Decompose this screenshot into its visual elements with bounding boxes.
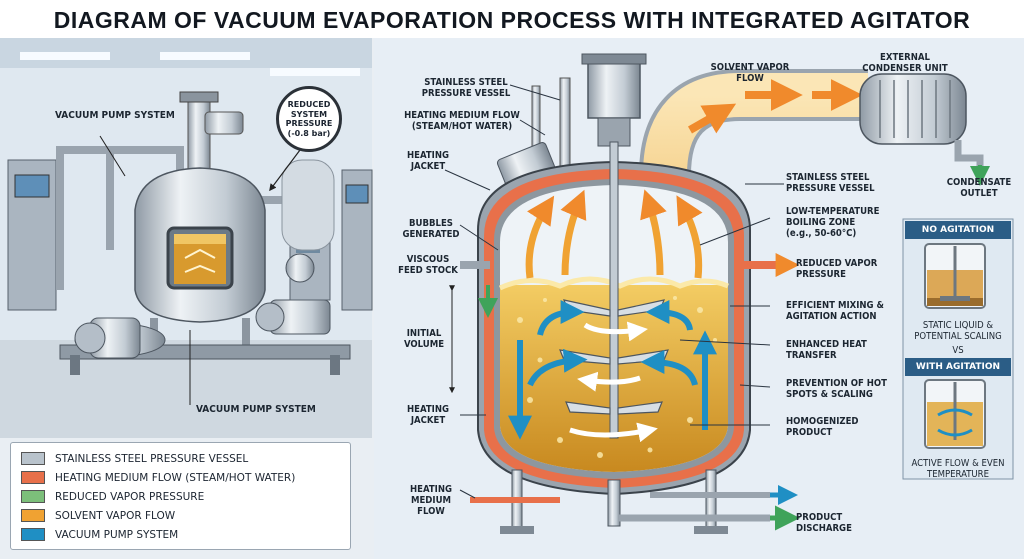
- label-viscous-feed: VISCOUS FEED STOCK: [398, 254, 458, 276]
- legend-swatch: [21, 471, 45, 484]
- with-agitation-header: WITH AGITATION: [905, 358, 1011, 376]
- label-condensate-outlet: CONDENSATE OUTLET: [946, 177, 1012, 199]
- label-heating-medium-top: HEATING MEDIUM FLOW (STEAM/HOT WATER): [404, 110, 520, 132]
- legend-label: SOLVENT VAPOR FLOW: [55, 509, 176, 522]
- legend-label: REDUCED VAPOR PRESSURE: [55, 490, 205, 503]
- label-heating-jacket-top: HEATING JACKET: [406, 150, 450, 172]
- label-ss-vessel-top: STAINLESS STEEL PRESSURE VESSEL: [421, 77, 511, 99]
- legend-label: VACUUM PUMP SYSTEM: [55, 528, 179, 541]
- label-low-temp-zone-range: (e.g., 50-60°C): [786, 228, 857, 239]
- label-efficient-mixing: EFFICIENT MIXING & AGITATION ACTION: [786, 300, 884, 322]
- label-external-condenser: EXTERNAL CONDENSER UNIT: [862, 52, 948, 74]
- badge-line-4: (-0.8 bar): [287, 128, 331, 138]
- label-low-temp-zone: LOW-TEMPERATURE BOILING ZONE(e.g., 50-60…: [786, 206, 896, 239]
- legend-swatch: [21, 452, 45, 465]
- legend-swatch: [21, 528, 45, 541]
- legend-swatch: [21, 490, 45, 503]
- label-heating-medium-bottom: HEATING MEDIUM FLOW: [409, 484, 453, 517]
- vacuum-pump-label-top: VACUUM PUMP SYSTEM: [55, 110, 175, 121]
- label-reduced-vapor-pressure: REDUCED VAPOR PRESSURE: [796, 258, 878, 280]
- label-ss-vessel-right: STAINLESS STEEL PRESSURE VESSEL: [786, 172, 875, 194]
- label-enhanced-heat: ENHANCED HEAT TRANSFER: [786, 339, 867, 361]
- label-solvent-vapor-flow: SOLVENT VAPOR FLOW: [710, 62, 790, 84]
- label-initial-volume: INITIAL VOLUME: [403, 328, 445, 350]
- legend-item: SOLVENT VAPOR FLOW: [21, 506, 340, 525]
- label-low-temp-zone-title: LOW-TEMPERATURE BOILING ZONE: [786, 206, 880, 228]
- label-bubbles: BUBBLES GENERATED: [402, 218, 460, 240]
- label-prevention: PREVENTION OF HOT SPOTS & SCALING: [786, 378, 888, 400]
- no-agitation-header: NO AGITATION: [905, 221, 1011, 239]
- legend: STAINLESS STEEL PRESSURE VESSEL HEATING …: [10, 442, 351, 550]
- badge-line-3: PRESSURE: [285, 119, 333, 128]
- legend-item: VACUUM PUMP SYSTEM: [21, 525, 340, 544]
- badge-line-1: REDUCED: [287, 100, 331, 109]
- legend-item: STAINLESS STEEL PRESSURE VESSEL: [21, 449, 340, 468]
- badge-line-2: SYSTEM: [290, 109, 328, 119]
- legend-item: HEATING MEDIUM FLOW (STEAM/HOT WATER): [21, 468, 340, 487]
- legend-swatch: [21, 509, 45, 522]
- label-homogenized: HOMOGENIZED PRODUCT: [786, 416, 859, 438]
- label-heating-jacket-bottom: HEATING JACKET: [406, 404, 450, 426]
- legend-label: STAINLESS STEEL PRESSURE VESSEL: [55, 452, 249, 465]
- comparison-panels: [902, 218, 1014, 480]
- legend-label: HEATING MEDIUM FLOW (STEAM/HOT WATER): [55, 471, 296, 484]
- label-product-discharge: PRODUCT DISCHARGE: [796, 512, 852, 534]
- diagram-artwork: [0, 38, 1024, 559]
- vacuum-pump-label-bottom: VACUUM PUMP SYSTEM: [196, 404, 316, 415]
- legend-item: REDUCED VAPOR PRESSURE: [21, 487, 340, 506]
- static-liquid-text: STATIC LIQUID & POTENTIAL SCALING: [914, 320, 1002, 342]
- page-title: DIAGRAM OF VACUUM EVAPORATION PROCESS WI…: [0, 0, 1024, 38]
- active-flow-text: ACTIVE FLOW & EVEN TEMPERATURE: [911, 458, 1005, 480]
- vs-text: VS: [952, 345, 964, 356]
